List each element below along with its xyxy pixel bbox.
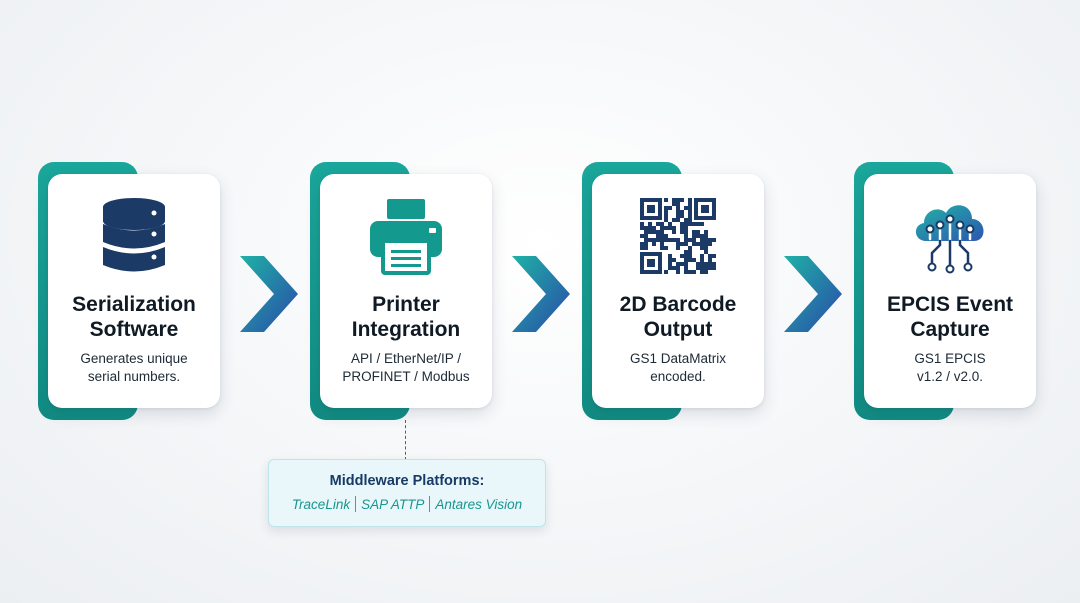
step-title: EPCIS Event Capture (886, 293, 1014, 341)
separator (429, 496, 431, 512)
step-epcis-event-capture: EPCIS Event Capture GS1 EPCIS v1.2 / v2.… (854, 162, 1038, 420)
step-serialization-software: Serialization Software Generates unique … (38, 162, 222, 420)
step-card: 2D Barcode Output GS1 DataMatrix encoded… (592, 174, 764, 408)
middleware-item: Antares Vision (435, 497, 523, 512)
middleware-item: SAP ATTP (361, 497, 425, 512)
step-printer-integration: Printer Integration API / EtherNet/IP / … (310, 162, 494, 420)
printer-icon (370, 199, 442, 275)
middleware-platforms-box: Middleware Platforms: TraceLink SAP ATTP A… (268, 459, 546, 527)
separator (355, 496, 357, 512)
step-title: Printer Integration (351, 293, 461, 341)
step-card: EPCIS Event Capture GS1 EPCIS v1.2 / v2.… (864, 174, 1036, 408)
step-title: 2D Barcode Output (619, 293, 737, 341)
step-description: Generates unique serial numbers. (80, 351, 188, 384)
dashed-connector (405, 420, 406, 460)
qr-code-icon (640, 198, 716, 274)
step-title: Serialization Software (72, 293, 196, 341)
step-2d-barcode-output: 2D Barcode Output GS1 DataMatrix encoded… (582, 162, 766, 420)
flow-arrow (784, 256, 842, 332)
step-card: Printer Integration API / EtherNet/IP / … (320, 174, 492, 408)
step-description: GS1 EPCIS v1.2 / v2.0. (914, 351, 986, 384)
cloud-network-icon (915, 205, 984, 274)
step-description: API / EtherNet/IP / PROFINET / Modbus (342, 351, 470, 384)
flow-arrow (240, 256, 298, 332)
step-card: Serialization Software Generates unique … (48, 174, 220, 408)
middleware-item: TraceLink (291, 497, 351, 512)
middleware-list: TraceLink SAP ATTP Antares Vision (269, 496, 545, 512)
database-icon (103, 198, 165, 272)
flow-arrow (512, 256, 570, 332)
step-description: GS1 DataMatrix encoded. (629, 351, 727, 384)
middleware-title: Middleware Platforms: (329, 473, 485, 489)
